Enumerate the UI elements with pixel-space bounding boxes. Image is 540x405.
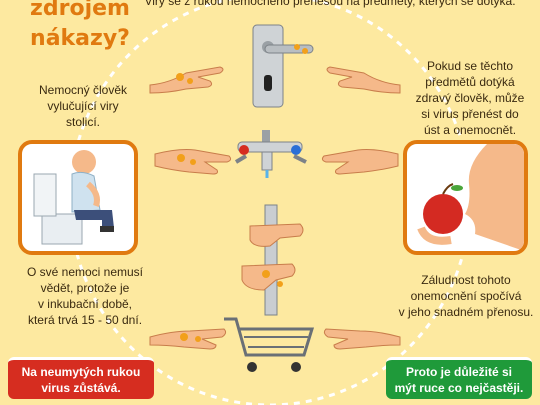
right-top-line-3: zdravý člověk, může xyxy=(415,91,525,105)
hand-icon-right-1 xyxy=(326,66,401,94)
right-top-line-2: předmětů dotýká xyxy=(425,75,515,89)
title-line-2: nákazy? xyxy=(30,26,130,51)
left-top-line-2: vylučující viry xyxy=(47,99,119,113)
toilet-person-icon xyxy=(33,150,114,245)
shopping-cart-icon xyxy=(224,317,315,372)
right-top-line-5: úst a onemocnět. xyxy=(423,123,517,137)
right-top-line-4: si virus přenést do xyxy=(421,107,519,121)
green-box-line-1: Proto je důležité si xyxy=(405,365,513,379)
right-bottom-text: Záludnost tohoto onemocnění spočívá v je… xyxy=(392,272,540,320)
left-bottom-line-3: v inkubační době, xyxy=(37,297,133,311)
top-caption: Viry se z rukou nemocného přenesou na př… xyxy=(144,0,516,8)
toilet-person-panel xyxy=(18,140,138,255)
left-bottom-line-4: která trvá 15 - 50 dní. xyxy=(27,313,143,327)
left-top-line-1: Nemocný člověk xyxy=(38,83,128,97)
green-box-line-2: mýt ruce co nejčastěji. xyxy=(394,381,524,395)
right-top-text: Pokud se těchto předmětů dotýká zdravý č… xyxy=(405,58,535,138)
left-top-text: Nemocný člověk vylučující viry stolicí. xyxy=(18,82,148,130)
apple-eating-panel xyxy=(403,140,528,255)
hand-icon-pole-2 xyxy=(241,263,296,291)
hand-icon-pole-1 xyxy=(249,223,304,247)
left-bottom-line-1: O své nemoci nemusí xyxy=(26,265,144,279)
left-bottom-line-2: vědět, protože je xyxy=(40,281,130,295)
apple-eating-icon xyxy=(417,144,524,251)
hand-icon-left-2 xyxy=(154,149,232,175)
hand-icon-right-3 xyxy=(323,328,401,350)
hand-icon-left-1 xyxy=(149,66,224,94)
right-bottom-line-2: onemocnění spočívá xyxy=(410,289,522,303)
door-handle-icon xyxy=(252,24,314,108)
wash-hands-advice: Proto je důležité si mýt ruce co nejčast… xyxy=(386,357,532,399)
right-top-line-1: Pokud se těchto xyxy=(426,59,514,73)
left-bottom-text: O své nemoci nemusí vědět, protože je v … xyxy=(10,264,160,328)
red-box-line-2: virus zůstává. xyxy=(41,381,121,395)
title-line-1: zdrojem xyxy=(30,0,130,21)
faucet-icon xyxy=(234,130,307,178)
unwashed-hands-warning: Na neumytých rukou virus zůstává. xyxy=(8,357,154,399)
red-box-line-1: Na neumytých rukou xyxy=(21,365,141,379)
page-title: zdrojem nákazy? xyxy=(20,0,140,54)
hand-icon-left-3 xyxy=(149,328,227,350)
right-bottom-line-3: v jeho snadném přenosu. xyxy=(398,305,534,319)
hand-icon-right-2 xyxy=(321,149,399,175)
right-bottom-line-1: Záludnost tohoto xyxy=(421,273,511,287)
left-top-line-3: stolicí. xyxy=(65,115,100,129)
